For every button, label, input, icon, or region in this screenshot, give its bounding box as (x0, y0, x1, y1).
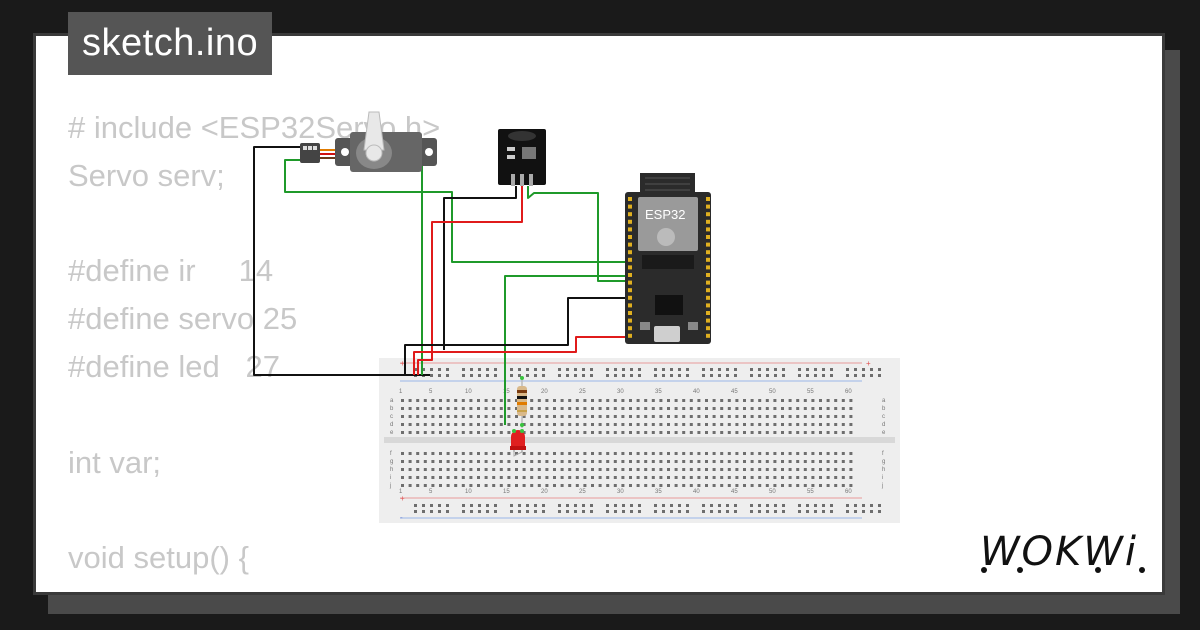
column-number: 40 (693, 489, 700, 495)
row-letter: a (390, 398, 394, 404)
code-line: #define led 27 (68, 348, 281, 384)
column-number: 15 (503, 489, 510, 495)
column-number: 45 (731, 389, 738, 395)
wire-black-gnd (404, 297, 628, 375)
column-number: 50 (769, 489, 776, 495)
project-card[interactable]: # include <ESP32Servo.h> Servo serv; #de… (33, 33, 1165, 595)
row-letter: i (390, 475, 391, 481)
column-number: 60 (845, 489, 852, 495)
esp32-board-icon[interactable]: ESP32 (625, 173, 711, 344)
esp32-pins (628, 197, 710, 338)
row-letter: i (882, 475, 883, 481)
column-numbers-top: 1 5 10 15 20 25 30 35 40 45 50 55 60 (399, 389, 852, 395)
esp32-label: ESP32 (645, 207, 685, 222)
column-number: 45 (731, 489, 738, 495)
row-letter: a (882, 398, 886, 404)
row-letter: g (882, 459, 885, 465)
column-number: 55 (807, 489, 814, 495)
row-letter: e (882, 430, 886, 436)
column-number: 35 (655, 489, 662, 495)
column-number: 1 (399, 389, 403, 395)
column-number: 35 (655, 389, 662, 395)
column-number: 5 (429, 389, 433, 395)
breadboard-holes (401, 368, 881, 513)
file-tab[interactable]: sketch.ino (68, 12, 273, 75)
row-letter: f (882, 451, 884, 457)
wire-green-led (504, 275, 628, 425)
row-letter: b (882, 406, 886, 412)
row-letter: b (390, 406, 394, 412)
breadboard[interactable]: + + + - 1 5 10 15 20 25 30 35 40 45 50 5… (379, 358, 900, 523)
code-preview: # include <ESP32Servo.h> Servo serv; #de… (68, 104, 440, 592)
rail-plus-label: + (400, 359, 405, 368)
column-number: 60 (845, 389, 852, 395)
code-line: int var; (68, 444, 162, 480)
column-number: 30 (617, 489, 624, 495)
column-number: 25 (579, 389, 586, 395)
row-letter: j (881, 483, 883, 489)
row-letter: d (390, 422, 393, 428)
row-letter: f (390, 451, 392, 457)
wokwi-logo-text: WOKWi (980, 529, 1138, 575)
code-line: servo.attach(servo); (68, 582, 440, 592)
column-number: 25 (579, 489, 586, 495)
row-letter: j (389, 483, 391, 489)
column-number: 20 (541, 489, 548, 495)
column-number: 15 (503, 389, 510, 395)
code-line: #define servo 25 (68, 301, 298, 337)
row-letter: h (882, 467, 885, 473)
rail-minus-label: - (400, 513, 403, 522)
resistor-icon[interactable] (517, 376, 527, 428)
code-line: #define ir 14 (68, 253, 274, 289)
wokwi-logo[interactable]: WOKWi (978, 527, 1150, 577)
wire-black-ir (443, 186, 517, 350)
wire-green-servo (284, 159, 628, 263)
wire-red-ir (417, 186, 523, 375)
row-letter: g (390, 459, 393, 465)
column-number: 55 (807, 389, 814, 395)
wire-green-servo-vcc (302, 153, 423, 375)
rail-plus-label: + (400, 494, 405, 503)
rail-plus-label: + (866, 359, 871, 368)
column-number: 10 (465, 389, 472, 395)
column-number: 1 (399, 489, 403, 495)
column-number: 30 (617, 389, 624, 395)
led-icon[interactable] (510, 429, 526, 457)
row-letter: c (882, 414, 885, 420)
ir-receiver-icon[interactable] (498, 129, 546, 186)
wire-red-3v3 (413, 336, 628, 375)
wire-green-ir (527, 186, 628, 282)
column-number: 50 (769, 389, 776, 395)
row-letter: h (390, 467, 393, 473)
wire-black-servo (253, 146, 430, 376)
column-number: 10 (465, 489, 472, 495)
column-number: 40 (693, 389, 700, 395)
column-number: 5 (429, 489, 433, 495)
column-number: 20 (541, 389, 548, 395)
row-letters-right: a b c d e f g h i j (881, 398, 886, 489)
code-line: void setup() { (68, 540, 249, 576)
row-letters-left: a b c d e f g h i j (389, 398, 394, 489)
servo-motor-icon[interactable] (300, 111, 437, 172)
column-numbers-bottom: 1 5 10 15 20 25 30 35 40 45 50 55 60 (399, 489, 852, 495)
row-letter: c (390, 414, 393, 420)
code-line: Servo serv; (68, 157, 225, 193)
row-letter: e (390, 430, 394, 436)
row-letter: d (882, 422, 885, 428)
